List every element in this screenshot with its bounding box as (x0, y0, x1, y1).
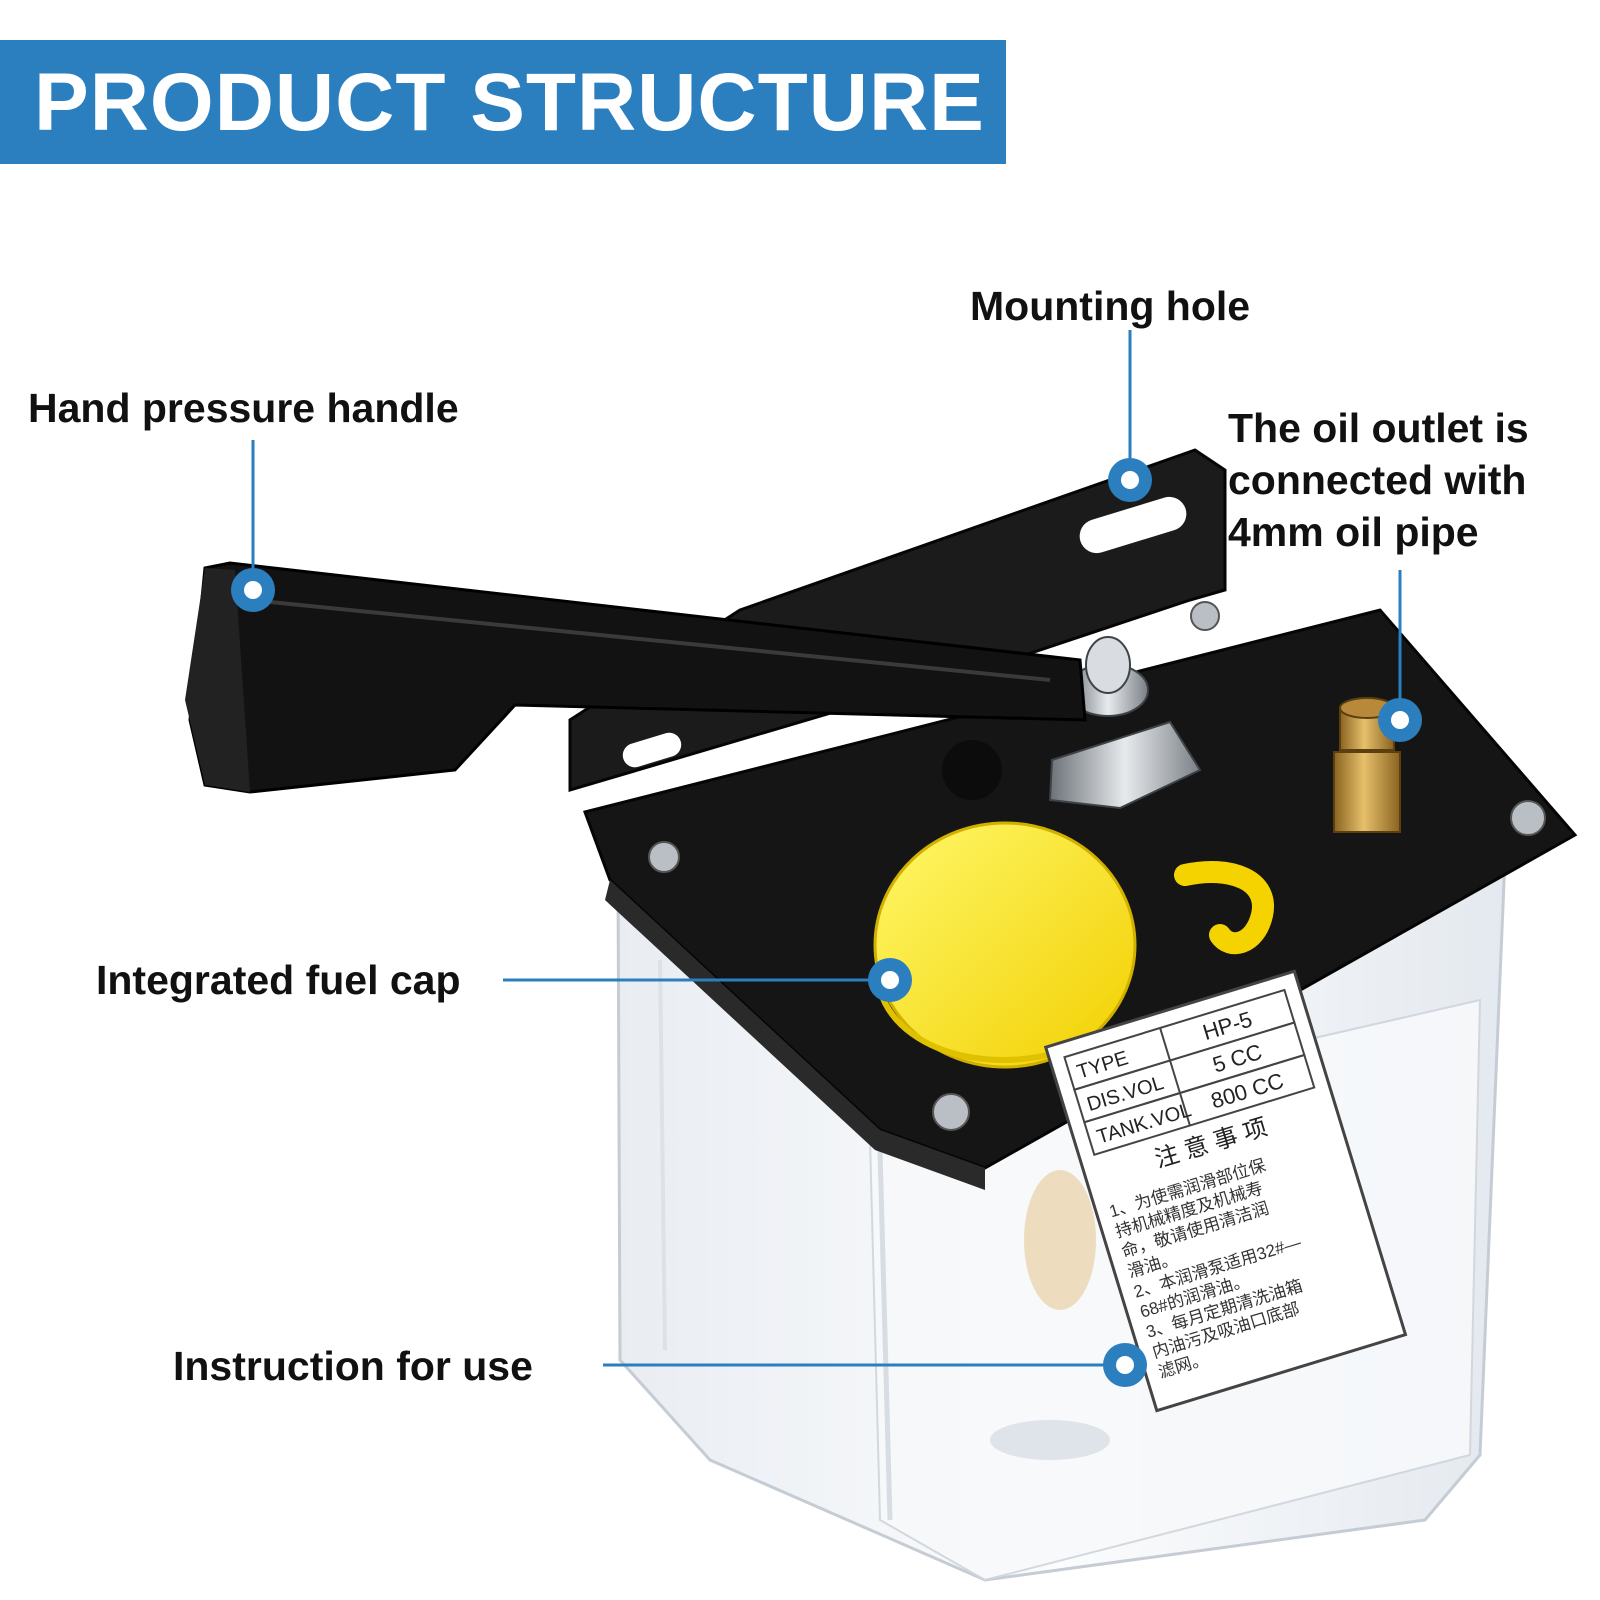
label-oil-outlet-line-1: The oil outlet is (1228, 405, 1529, 451)
yellow-fuel-cap (873, 821, 1274, 1069)
plate-row (1083, 1053, 1316, 1157)
label-oil-outlet: The oil outlet is connected with 4mm oil… (1228, 402, 1600, 558)
plate-row-divider (1159, 1027, 1171, 1061)
marker-hand-handle (231, 568, 275, 612)
plate-row-divider (1169, 1060, 1181, 1094)
leader-lines (251, 330, 1402, 1367)
label-integrated-fuel-cap: Integrated fuel cap (96, 957, 461, 1003)
page-title: PRODUCT STRUCTURE (34, 57, 985, 148)
hand-pressure-handle-shape (185, 561, 1087, 794)
marker-oil-outlet (1378, 698, 1422, 742)
label-oil-outlet-line-3: 4mm oil pipe (1228, 509, 1479, 555)
marker-instruction (1103, 1343, 1147, 1387)
label-mounting-hole: Mounting hole (970, 283, 1251, 329)
marker-fuel-cap (868, 958, 912, 1002)
plate-row-divider (1179, 1092, 1191, 1126)
label-instruction-for-use: Instruction for use (173, 1343, 533, 1389)
marker-mounting-hole (1108, 458, 1152, 502)
pump-mechanism (942, 636, 1202, 810)
label-oil-outlet-line-2: connected with (1228, 457, 1527, 503)
callout-markers (231, 458, 1422, 1387)
header-banner (0, 40, 1006, 164)
label-hand-pressure-handle: Hand pressure handle (28, 385, 459, 431)
